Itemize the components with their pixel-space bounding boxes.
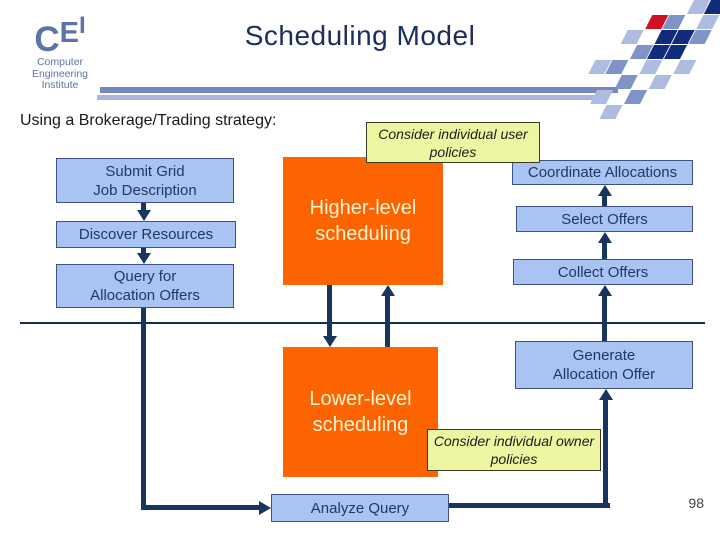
mosaic-cell bbox=[590, 90, 614, 104]
arrow-query-to-analyze-vertical bbox=[141, 308, 146, 510]
arrow-select-to-coordinate bbox=[602, 196, 607, 206]
arrowhead-right-icon bbox=[259, 500, 271, 515]
cei-logo: CEI Computer Engineering Institute bbox=[20, 14, 100, 92]
arrow-collect-to-select bbox=[602, 243, 607, 259]
note-consider-owner-policies: Consider individual owner policies bbox=[427, 429, 601, 471]
arrowhead-up-icon bbox=[598, 389, 613, 400]
arrow-analyze-to-generate-horizontal bbox=[449, 503, 610, 508]
logo-letter-i: I bbox=[78, 12, 86, 39]
box-collect-offers: Collect Offers bbox=[513, 259, 693, 285]
arrow-submit-to-discover bbox=[141, 203, 146, 211]
title-underline-bar-light bbox=[97, 95, 604, 100]
box-select-offers: Select Offers bbox=[516, 206, 693, 232]
logo-text-line: Computer bbox=[36, 56, 84, 68]
arrow-query-to-analyze-horizontal bbox=[141, 505, 260, 510]
arrow-generate-to-collect bbox=[602, 296, 607, 341]
box-query-for-allocation-offers: Query for Allocation Offers bbox=[56, 264, 234, 308]
box-analyze-query: Analyze Query bbox=[271, 494, 449, 522]
arrowhead-down-icon bbox=[322, 336, 337, 347]
arrowhead-up-icon bbox=[597, 185, 612, 196]
box-lower-level-scheduling: Lower-level scheduling bbox=[283, 347, 438, 477]
title-underline-bar-dark bbox=[100, 87, 618, 93]
logo-letter-c: C bbox=[34, 20, 60, 59]
arrowhead-up-icon bbox=[597, 285, 612, 296]
logo-letter-e: E bbox=[59, 17, 79, 49]
arrowhead-down-icon bbox=[136, 210, 151, 221]
arrow-lower-to-higher bbox=[385, 296, 390, 347]
level-divider-line bbox=[20, 322, 705, 324]
arrow-discover-to-query bbox=[141, 248, 146, 254]
arrow-higher-to-lower bbox=[327, 285, 332, 336]
page-title: Scheduling Model bbox=[244, 20, 476, 51]
subtitle-text: Using a Brokerage/Trading strategy: bbox=[20, 112, 277, 129]
box-generate-allocation-offer: Generate Allocation Offer bbox=[515, 341, 693, 389]
box-higher-level-scheduling: Higher-level scheduling bbox=[283, 157, 443, 285]
cei-logo-acronym: CEI bbox=[20, 14, 100, 59]
arrow-analyze-to-generate-vertical bbox=[603, 400, 608, 508]
arrowhead-down-icon bbox=[136, 253, 151, 264]
mosaic-cell bbox=[639, 60, 663, 74]
mosaic-cell bbox=[673, 60, 697, 74]
box-coordinate-allocations: Coordinate Allocations bbox=[512, 160, 693, 185]
logo-text-line: Engineering bbox=[31, 67, 89, 80]
mosaic-cell bbox=[624, 90, 648, 104]
logo-text-line: Institute bbox=[41, 79, 79, 91]
arrowhead-up-icon bbox=[380, 285, 395, 296]
mosaic-cell bbox=[648, 75, 672, 89]
note-consider-user-policies: Consider individual user policies bbox=[366, 122, 540, 163]
box-discover-resources: Discover Resources bbox=[56, 221, 236, 248]
mosaic-decoration bbox=[565, 0, 720, 120]
page-number: 98 bbox=[688, 495, 704, 511]
box-submit-grid-job-description: Submit Grid Job Description bbox=[56, 158, 234, 203]
mosaic-cell bbox=[620, 30, 644, 44]
mosaic-cell bbox=[599, 105, 623, 119]
arrowhead-up-icon bbox=[597, 232, 612, 243]
mosaic-cell bbox=[614, 75, 638, 89]
